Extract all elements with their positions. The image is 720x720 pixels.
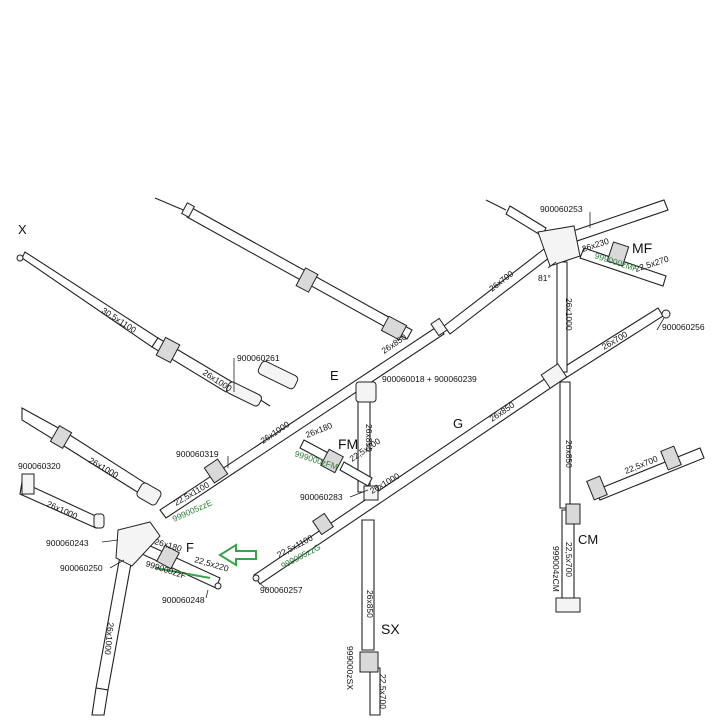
part-900060283: 900060283 <box>300 492 343 502</box>
green-highlight <box>154 543 257 579</box>
part-900060250: 900060250 <box>60 563 103 573</box>
part-900060319: 900060319 <box>176 449 219 459</box>
label-mf: MF <box>632 240 652 256</box>
tube-upper-rafter <box>154 197 413 340</box>
part-900060243: 900060243 <box>46 538 89 548</box>
label-cm: CM <box>578 532 598 547</box>
label-g: G <box>453 416 463 431</box>
part-900060253: 900060253 <box>540 204 583 214</box>
label-sx: SX <box>381 621 400 637</box>
label-f: F <box>186 540 194 555</box>
label-x: X <box>18 222 27 237</box>
part-900060257: 900060257 <box>260 585 303 595</box>
part-900060261: 900060261 <box>237 353 280 363</box>
label-fm: FM <box>338 436 358 452</box>
green-underline <box>154 567 211 579</box>
tube-mf <box>579 247 667 287</box>
arrow-icon <box>218 543 257 567</box>
label-e: E <box>330 368 339 383</box>
tube-left-lower <box>21 407 157 501</box>
dim-26x1000-vertical: 26x1000 <box>564 298 574 331</box>
joints <box>16 202 682 673</box>
dim-30x1100: 30,5x1100 <box>100 305 138 335</box>
part-900060248: 900060248 <box>162 595 205 605</box>
dim-22x700-sx: 22,5x700 <box>378 674 388 709</box>
dim-26x850-vertical: 26x850 <box>564 440 574 468</box>
code-sx: 999000zSX <box>345 646 355 690</box>
angle-label: 81° <box>538 273 551 283</box>
code-cm: 999004zCM <box>551 546 561 592</box>
dim-26x1000-leg: 26x1000 <box>103 622 116 656</box>
part-900060320: 900060320 <box>18 461 61 471</box>
part-900060256: 900060256 <box>662 322 705 332</box>
part-900060018: 900060018 + 900060239 <box>382 374 477 384</box>
dim-22x700-cm: 22,5x700 <box>564 542 574 577</box>
tube-vertical-main <box>555 261 581 613</box>
dim-26x850-sx: 26x850 <box>365 590 375 618</box>
leader-lines <box>101 212 665 599</box>
dim-26x850-sx-top: 26x850 <box>364 424 374 452</box>
tube-e-ridge <box>159 245 555 519</box>
